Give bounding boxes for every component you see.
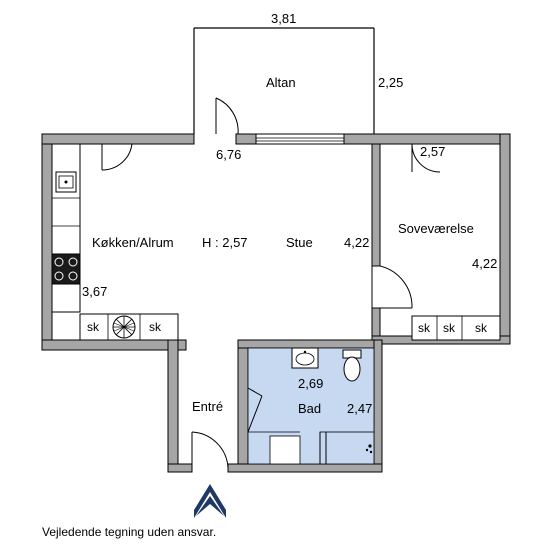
kitchen-depth-label: 3,67 bbox=[82, 284, 108, 299]
bath-width-label: 2,69 bbox=[298, 376, 324, 391]
sink-icon bbox=[55, 171, 77, 193]
bedroom-cabinets bbox=[411, 315, 501, 341]
entrance-arrow-icon bbox=[194, 484, 226, 518]
stove-icon bbox=[51, 253, 81, 285]
shower-head-icon bbox=[365, 444, 373, 454]
balcony-outline bbox=[193, 27, 375, 134]
bedroom-width-label: 2,57 bbox=[420, 144, 446, 159]
living-depth-label: 4,22 bbox=[344, 235, 370, 250]
bedroom-depth-label: 4,22 bbox=[472, 256, 498, 271]
kitchen-width-label: 6,76 bbox=[216, 147, 242, 162]
kitchen-door bbox=[101, 143, 133, 171]
living-name: Stue bbox=[286, 235, 313, 250]
bedroom-door bbox=[411, 143, 441, 173]
balcony-door bbox=[215, 97, 239, 135]
disclaimer: Vejledende tegning uden ansvar. bbox=[42, 525, 217, 539]
bath-name: Bad bbox=[298, 401, 322, 416]
bedroom-name: Soveværelse bbox=[398, 221, 474, 236]
entrance-door bbox=[191, 431, 229, 470]
entrance-name: Entré bbox=[192, 399, 224, 414]
bath-depth-label: 2,47 bbox=[347, 401, 373, 416]
washbasin-icon bbox=[291, 347, 319, 369]
bath-door bbox=[247, 387, 263, 433]
kitchen-name: Køkken/Alrum bbox=[92, 235, 174, 250]
cabinet-label-kitchen-left: sk bbox=[87, 320, 99, 334]
balcony-depth-label: 2,25 bbox=[378, 75, 404, 90]
toilet-icon bbox=[342, 349, 362, 382]
kitchen-counter bbox=[51, 143, 81, 313]
balcony-width-label: 3,81 bbox=[271, 11, 297, 26]
balcony-window bbox=[255, 133, 345, 145]
cabinet-label-kitchen-right: sk bbox=[149, 320, 161, 334]
shower-icon bbox=[319, 431, 375, 465]
cabinet-label-bedroom-2: sk bbox=[443, 321, 455, 335]
balcony-name: Altan bbox=[266, 75, 296, 90]
living-door bbox=[371, 266, 373, 308]
cabinet-label-bedroom-1: sk bbox=[418, 321, 430, 335]
ceiling-height-label: H : 2,57 bbox=[202, 235, 248, 250]
cabinet-label-bedroom-3: sk bbox=[475, 321, 487, 335]
bedroom-side-door bbox=[379, 265, 413, 309]
fan-icon bbox=[112, 315, 136, 339]
